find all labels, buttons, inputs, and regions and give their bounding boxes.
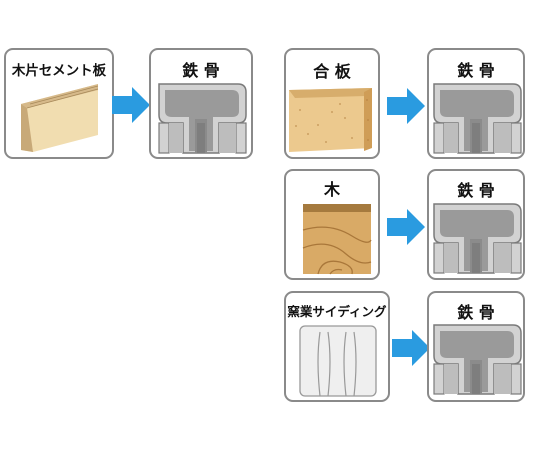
steel-label-4: 鉄 骨: [457, 303, 495, 322]
steel-beam-icon: [433, 324, 522, 395]
steel-label-1: 鉄 骨: [182, 61, 220, 80]
steel-label-3: 鉄 骨: [457, 181, 495, 200]
panel-wood-cement-board: 木片セメント板: [4, 48, 114, 159]
panel-wood: 木: [284, 169, 380, 280]
panel-steel-1: 鉄 骨: [149, 48, 253, 159]
wood-cement-board-label: 木片セメント板: [11, 62, 107, 79]
steel-label-2: 鉄 骨: [457, 61, 495, 80]
plywood-label: 合 板: [313, 62, 352, 81]
siding-icon: [299, 325, 377, 397]
arrow-right-icon: [387, 209, 425, 245]
panel-steel-4: 鉄 骨: [427, 291, 525, 402]
steel-beam-icon: [433, 83, 522, 154]
wood-label: 木: [323, 180, 341, 199]
panel-steel-2: 鉄 骨: [427, 48, 525, 159]
arrow-right-icon: [392, 330, 430, 366]
steel-beam-icon: [158, 83, 247, 154]
arrow-right-icon: [112, 87, 150, 123]
plywood-icon: [289, 88, 372, 152]
panel-steel-3: 鉄 骨: [427, 169, 525, 280]
panel-plywood: 合 板: [284, 48, 380, 159]
wood-block-icon: [302, 204, 372, 275]
ceramic-siding-label: 窯業サイディング: [287, 304, 387, 319]
arrow-right-icon: [387, 88, 425, 124]
panel-ceramic-siding: 窯業サイディング: [284, 291, 390, 402]
steel-beam-icon: [433, 203, 522, 274]
board-icon: [21, 84, 99, 152]
